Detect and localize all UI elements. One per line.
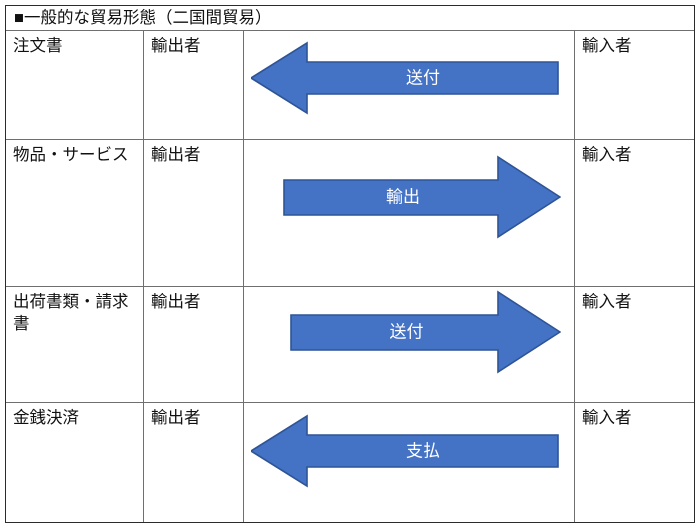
arrow-label: 送付 [406,68,440,88]
cell-exporter: 輸出者 [144,403,244,522]
exporter-label: 輸出者 [151,36,201,55]
exporter-label: 輸出者 [151,145,201,164]
cell-document: 金銭決済 [6,403,144,522]
diagram-table: ■一般的な貿易形態（二国間貿易） 注文書 輸出者 送付 [5,5,695,523]
cell-importer: 輸入者 [574,287,694,402]
arrow-label: 送付 [389,322,424,342]
exporter-label: 輸出者 [151,408,201,427]
arrow-right-icon [283,155,561,239]
cell-arrow: 送付 [244,31,572,139]
table-row: 金銭決済 輸出者 支払 輸入者 [6,403,694,522]
importer-label: 輸入者 [582,408,632,427]
flow-arrow-left: 支払 [251,414,559,488]
exporter-label: 輸出者 [151,292,201,311]
diagram-title-row: ■一般的な貿易形態（二国間貿易） [6,6,694,31]
cell-importer: 輸入者 [574,140,694,286]
cell-arrow: 輸出 [244,140,572,286]
arrow-left-icon [251,414,559,488]
flow-arrow-right: 送付 [290,290,561,374]
table-row: 物品・サービス 輸出者 輸出 輸入者 [6,140,694,287]
document-label: 金銭決済 [13,408,79,427]
document-label: 物品・サービス [13,145,129,164]
table-row: 注文書 輸出者 送付 輸入者 [6,31,694,140]
arrow-left-icon [251,41,559,115]
cell-importer: 輸入者 [574,31,694,139]
diagram-rows: 注文書 輸出者 送付 輸入者 [6,31,694,522]
cell-arrow: 支払 [244,403,572,522]
flow-arrow-right: 輸出 [283,155,561,239]
cell-exporter: 輸出者 [144,140,244,286]
cell-document: 出荷書類・請求書 [6,287,144,402]
table-row: 出荷書類・請求書 輸出者 送付 輸入者 [6,287,694,403]
importer-label: 輸入者 [582,36,632,55]
cell-arrow: 送付 [244,287,572,402]
page-title: ■一般的な貿易形態（二国間貿易） [14,7,272,27]
flow-arrow-left: 送付 [251,41,559,115]
cell-exporter: 輸出者 [144,31,244,139]
document-label: 注文書 [13,36,63,55]
cell-exporter: 輸出者 [144,287,244,402]
cell-document: 注文書 [6,31,144,139]
arrow-label: 支払 [406,441,440,461]
arrow-right-icon [290,290,561,374]
importer-label: 輸入者 [582,145,632,164]
cell-document: 物品・サービス [6,140,144,286]
document-label: 出荷書類・請求書 [13,292,129,334]
importer-label: 輸入者 [582,292,632,311]
arrow-label: 輸出 [386,187,420,207]
cell-importer: 輸入者 [574,403,694,522]
